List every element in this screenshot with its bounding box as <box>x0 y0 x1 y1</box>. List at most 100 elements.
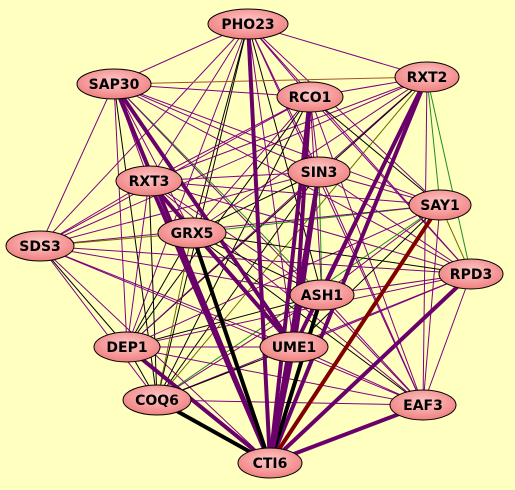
edge-rpd3-eaf3 <box>422 273 472 406</box>
node-label: GRX5 <box>171 226 214 242</box>
node-label: SAY1 <box>420 198 459 214</box>
node-ellipse <box>276 81 344 113</box>
edge-sap30-ash1 <box>113 83 323 296</box>
node-label: COQ6 <box>135 393 179 409</box>
node-rxt3[interactable]: RXT3 <box>115 165 183 197</box>
node-eaf3[interactable]: EAF3 <box>389 389 457 421</box>
node-label: RXT2 <box>407 70 448 86</box>
node-label: SIN3 <box>301 165 338 181</box>
node-ellipse <box>287 156 351 188</box>
edge-rxt3-dep1 <box>126 180 150 348</box>
edge-cti6-grx5 <box>190 231 272 465</box>
edge-rxt2-eaf3 <box>422 76 428 406</box>
node-label: UME1 <box>272 340 317 356</box>
node-ellipse <box>289 279 355 311</box>
node-ellipse <box>76 68 152 100</box>
edge-sap30-sin3 <box>113 83 320 173</box>
edge-sin3-ash1 <box>318 171 323 296</box>
node-say1[interactable]: SAY1 <box>408 189 472 221</box>
node-ellipse <box>389 389 457 421</box>
edge-ash1-dep1 <box>126 294 323 348</box>
edge-grx5-rpd3 <box>191 232 472 275</box>
edge-pho23-sds3 <box>39 23 249 247</box>
edge-cti6-say1 <box>268 203 442 465</box>
edge-sds3-ash1 <box>39 245 323 296</box>
node-label: EAF3 <box>403 398 443 414</box>
edge-cti6-dep1 <box>125 345 272 465</box>
node-sap30[interactable]: SAP30 <box>76 68 152 100</box>
edge-sap30-say1 <box>113 83 441 206</box>
node-sin3[interactable]: SIN3 <box>287 156 351 188</box>
edge-pho23-eaf3 <box>247 23 424 406</box>
edge-pho23-grx5 <box>191 23 249 234</box>
edge-pho23-rxt3 <box>148 23 249 182</box>
node-ellipse <box>438 258 504 290</box>
node-label: RCO1 <box>289 90 332 106</box>
edge-sds3-rpd3 <box>39 245 472 275</box>
edge-sap30-rxt2 <box>113 76 428 85</box>
edge-pho23-say1 <box>247 23 441 206</box>
edge-sin3-ume1 <box>292 170 321 349</box>
edge-cti6-pho23 <box>246 22 272 465</box>
node-ellipse <box>207 8 289 40</box>
node-label: ASH1 <box>301 288 343 304</box>
edge-rco1-grx5 <box>191 96 311 234</box>
node-label: CTI6 <box>253 456 288 472</box>
edge-sin3-dep1 <box>126 171 320 348</box>
node-ellipse <box>115 165 183 197</box>
edge-sin3-sds3 <box>39 171 320 247</box>
edge-rxt3-ash1 <box>148 180 323 296</box>
edge-cti6-ume1 <box>268 345 296 465</box>
edge-say1-ume1 <box>293 204 441 348</box>
node-ume1[interactable]: UME1 <box>259 331 329 363</box>
edge-rco1-rpd3 <box>309 96 472 275</box>
edge-sap30-grx5 <box>113 83 193 234</box>
edge-say1-eaf3 <box>422 204 441 406</box>
edge-rco1-eaf3 <box>309 96 424 406</box>
edge-sds3-ume1 <box>39 245 295 348</box>
node-ellipse <box>122 384 192 416</box>
node-sds3[interactable]: SDS3 <box>5 230 75 262</box>
edge-pho23-rpd3 <box>247 23 472 275</box>
edge-layer <box>39 22 473 465</box>
node-ash1[interactable]: ASH1 <box>289 279 355 311</box>
node-rxt2[interactable]: RXT2 <box>394 61 460 93</box>
node-label: RPD3 <box>450 267 492 283</box>
edge-sds3-dep1 <box>39 245 128 348</box>
edge-sin3-rpd3 <box>318 171 472 275</box>
edge-rco1-say1 <box>309 96 441 206</box>
node-label: RXT3 <box>129 174 170 190</box>
edge-rxt2-rxt3 <box>148 76 428 182</box>
node-dep1[interactable]: DEP1 <box>93 331 161 363</box>
edge-pho23-dep1 <box>126 23 249 348</box>
edge-rco1-rxt3 <box>148 96 311 182</box>
node-rpd3[interactable]: RPD3 <box>438 258 504 290</box>
node-ellipse <box>259 331 329 363</box>
edge-cti6-rxt2 <box>268 75 429 465</box>
node-coq6[interactable]: COQ6 <box>122 384 192 416</box>
edge-rco1-coq6 <box>156 96 311 401</box>
edge-rxt3-say1 <box>148 180 441 206</box>
node-ellipse <box>408 189 472 221</box>
node-ellipse <box>157 217 227 249</box>
edge-rxt2-sds3 <box>39 76 428 247</box>
edge-rxt2-rpd3 <box>426 76 472 275</box>
node-rco1[interactable]: RCO1 <box>276 81 344 113</box>
edge-say1-ash1 <box>321 204 441 296</box>
node-label: PHO23 <box>221 17 274 33</box>
edge-rxt2-say1 <box>426 76 441 206</box>
edge-sds3-coq6 <box>39 245 158 401</box>
node-pho23[interactable]: PHO23 <box>207 8 289 40</box>
node-ellipse <box>394 61 460 93</box>
edge-dep1-eaf3 <box>126 346 424 406</box>
edge-sin3-coq6 <box>156 171 320 401</box>
edge-sap30-dep1 <box>113 83 128 348</box>
node-grx5[interactable]: GRX5 <box>157 217 227 249</box>
edge-cti6-rco1 <box>268 95 312 465</box>
node-ellipse <box>5 230 75 262</box>
node-cti6[interactable]: CTI6 <box>237 447 303 479</box>
node-ellipse <box>237 447 303 479</box>
edge-sap30-ume1 <box>112 82 296 349</box>
